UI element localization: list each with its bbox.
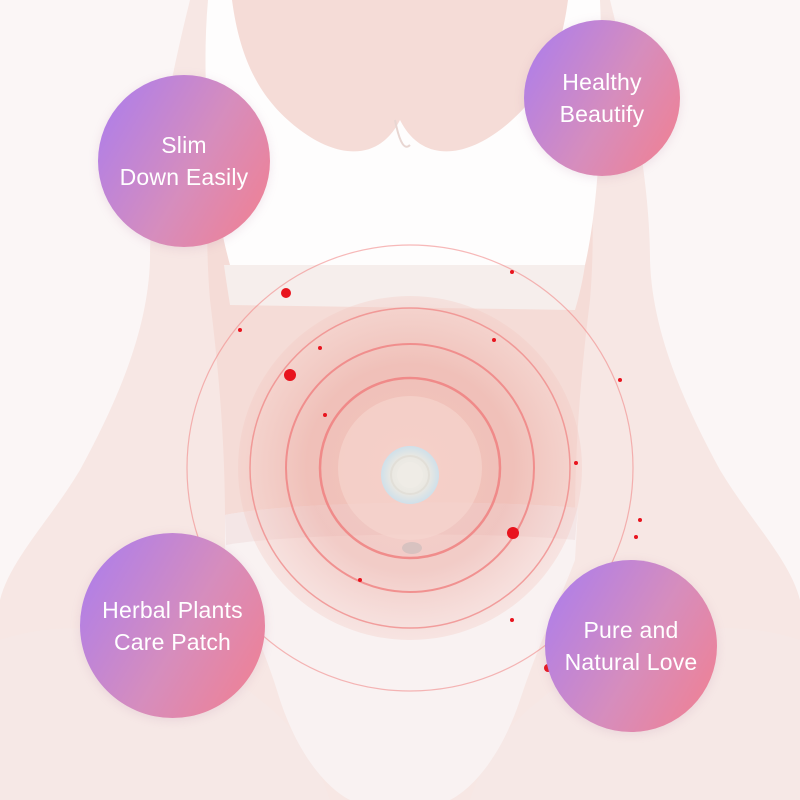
- badge-line: Slim: [161, 132, 207, 158]
- energy-dots: [203, 270, 642, 672]
- badge-slim-down: Slim Down Easily: [98, 75, 270, 247]
- badge-healthy-beautify: Healthy Beautify: [524, 20, 680, 176]
- concentric-rings: [186, 244, 634, 692]
- badge-line: Beautify: [559, 101, 645, 127]
- herbal-patch: [381, 446, 439, 504]
- badge-line: Pure and: [583, 617, 679, 643]
- sports-bra: [205, 0, 602, 310]
- badge-line: Herbal Plants: [102, 596, 243, 623]
- badge-line: Down Easily: [119, 164, 249, 190]
- badge-line: Care Patch: [113, 628, 232, 655]
- badge-herbal-plants: Herbal Plants Care Patch: [80, 533, 265, 718]
- badge-line: Healthy: [562, 69, 642, 95]
- navel: [402, 542, 422, 554]
- badge-pure-natural: Pure and Natural Love: [545, 560, 717, 732]
- badge-line: Natural Love: [564, 649, 698, 675]
